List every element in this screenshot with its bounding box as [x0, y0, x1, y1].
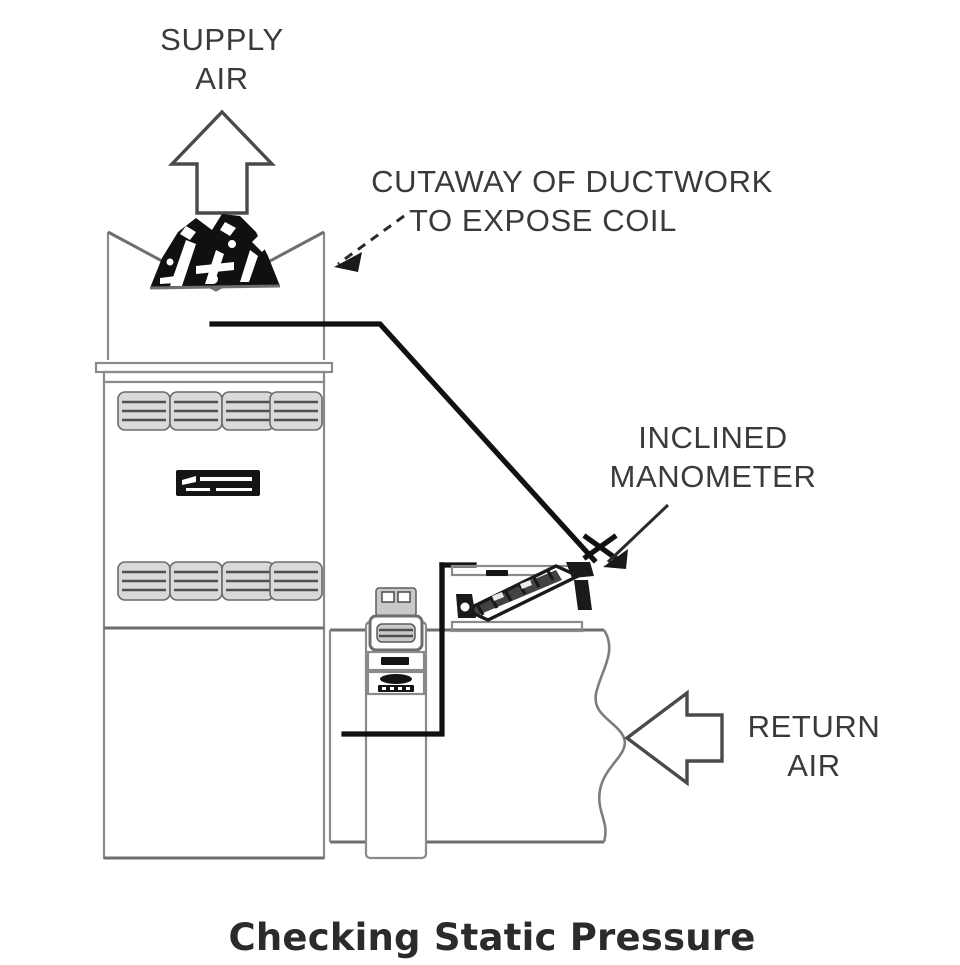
cutaway-label-line1: CUTAWAY OF DUCTWORK: [371, 164, 773, 199]
louver-vent: [169, 561, 223, 601]
supply-air-label-line2: AIR: [195, 61, 248, 96]
manometer-leader-arrow-icon: [603, 503, 670, 569]
cutaway-leader-arrow-icon: [334, 214, 405, 272]
break-line: [594, 629, 627, 843]
furnace-louver-vents-top: [117, 391, 323, 431]
louver-vent: [221, 561, 275, 601]
louver-vent: [117, 391, 171, 431]
furnace-nameplate: [176, 470, 260, 496]
louver-vent: [117, 561, 171, 601]
supply-air-arrow: [168, 109, 276, 215]
cutaway-label-line2: TO EXPOSE COIL: [409, 203, 677, 238]
louver-vent: [269, 391, 323, 431]
manometer-hose-return: [341, 562, 445, 737]
static-pressure-probe: [364, 587, 428, 860]
furnace-louver-vents-bottom: [117, 561, 323, 601]
return-air-label-line2: AIR: [787, 748, 840, 783]
manometer-label-line2: MANOMETER: [610, 459, 817, 494]
return-air-arrow: [624, 689, 724, 787]
louver-vent: [221, 391, 275, 431]
furnace-cabinet: [94, 361, 334, 860]
supply-air-label-line1: SUPPLY: [160, 22, 284, 57]
louver-vent: [269, 561, 323, 601]
evaporator-coil: [149, 214, 281, 290]
louver-vent: [169, 391, 223, 431]
inclined-manometer: [439, 533, 618, 633]
supply-plenum-cutaway: [106, 230, 326, 360]
figure-title: Checking Static Pressure: [229, 916, 756, 959]
manometer-hose-supply: [209, 321, 598, 564]
return-air-label-line1: RETURN: [748, 709, 881, 744]
manometer-label-line1: INCLINED: [638, 420, 788, 455]
